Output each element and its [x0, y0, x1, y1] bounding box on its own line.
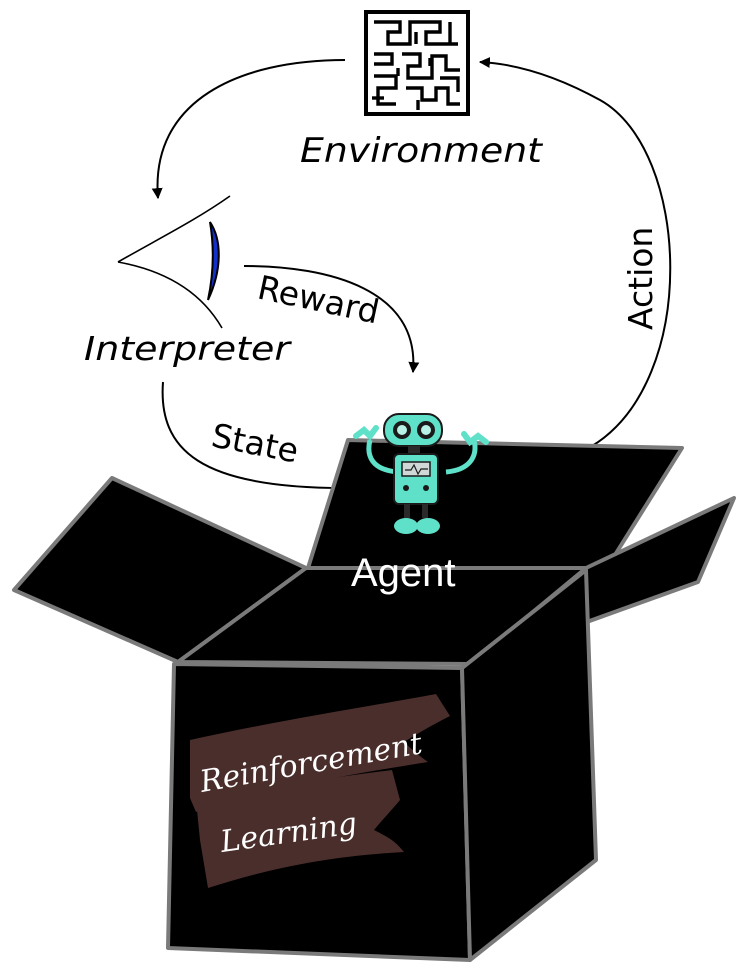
- rl-banner: Reinforcement Learning: [190, 694, 450, 888]
- state-label: State: [208, 416, 301, 471]
- robot-icon: [353, 413, 489, 534]
- agent-label: Agent: [351, 551, 456, 595]
- action-label: Action: [621, 227, 660, 330]
- observation-arrow: [151, 59, 346, 200]
- maze-icon: [364, 10, 470, 116]
- reward-label: Reward: [254, 268, 382, 332]
- eye-icon: [117, 195, 231, 329]
- action-arrow: [478, 57, 672, 447]
- state-arrow: [161, 381, 346, 494]
- open-box: [12, 438, 736, 962]
- reward-arrow: [243, 265, 420, 374]
- environment-label: Environment: [300, 131, 544, 171]
- interpreter-label: Interpreter: [84, 329, 293, 368]
